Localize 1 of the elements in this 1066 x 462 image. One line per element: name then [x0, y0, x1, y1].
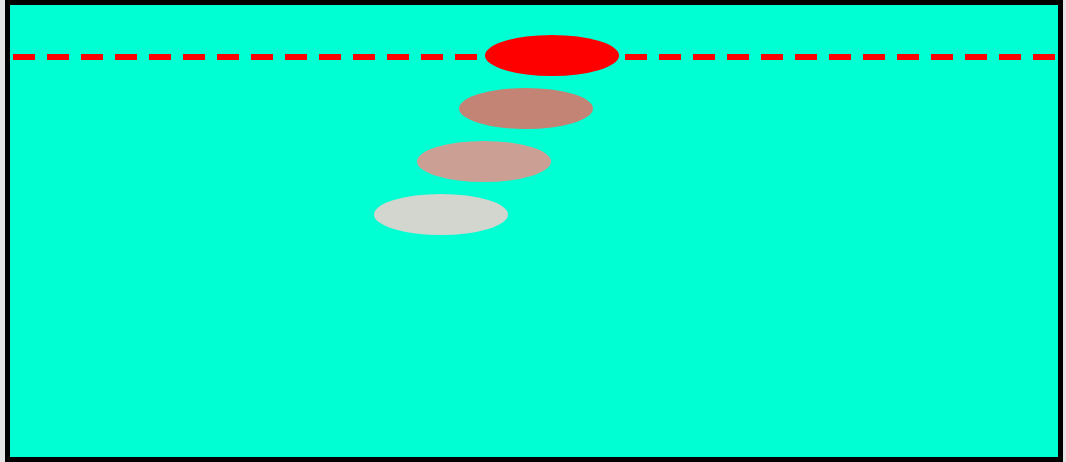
tank-frame [5, 0, 1063, 462]
